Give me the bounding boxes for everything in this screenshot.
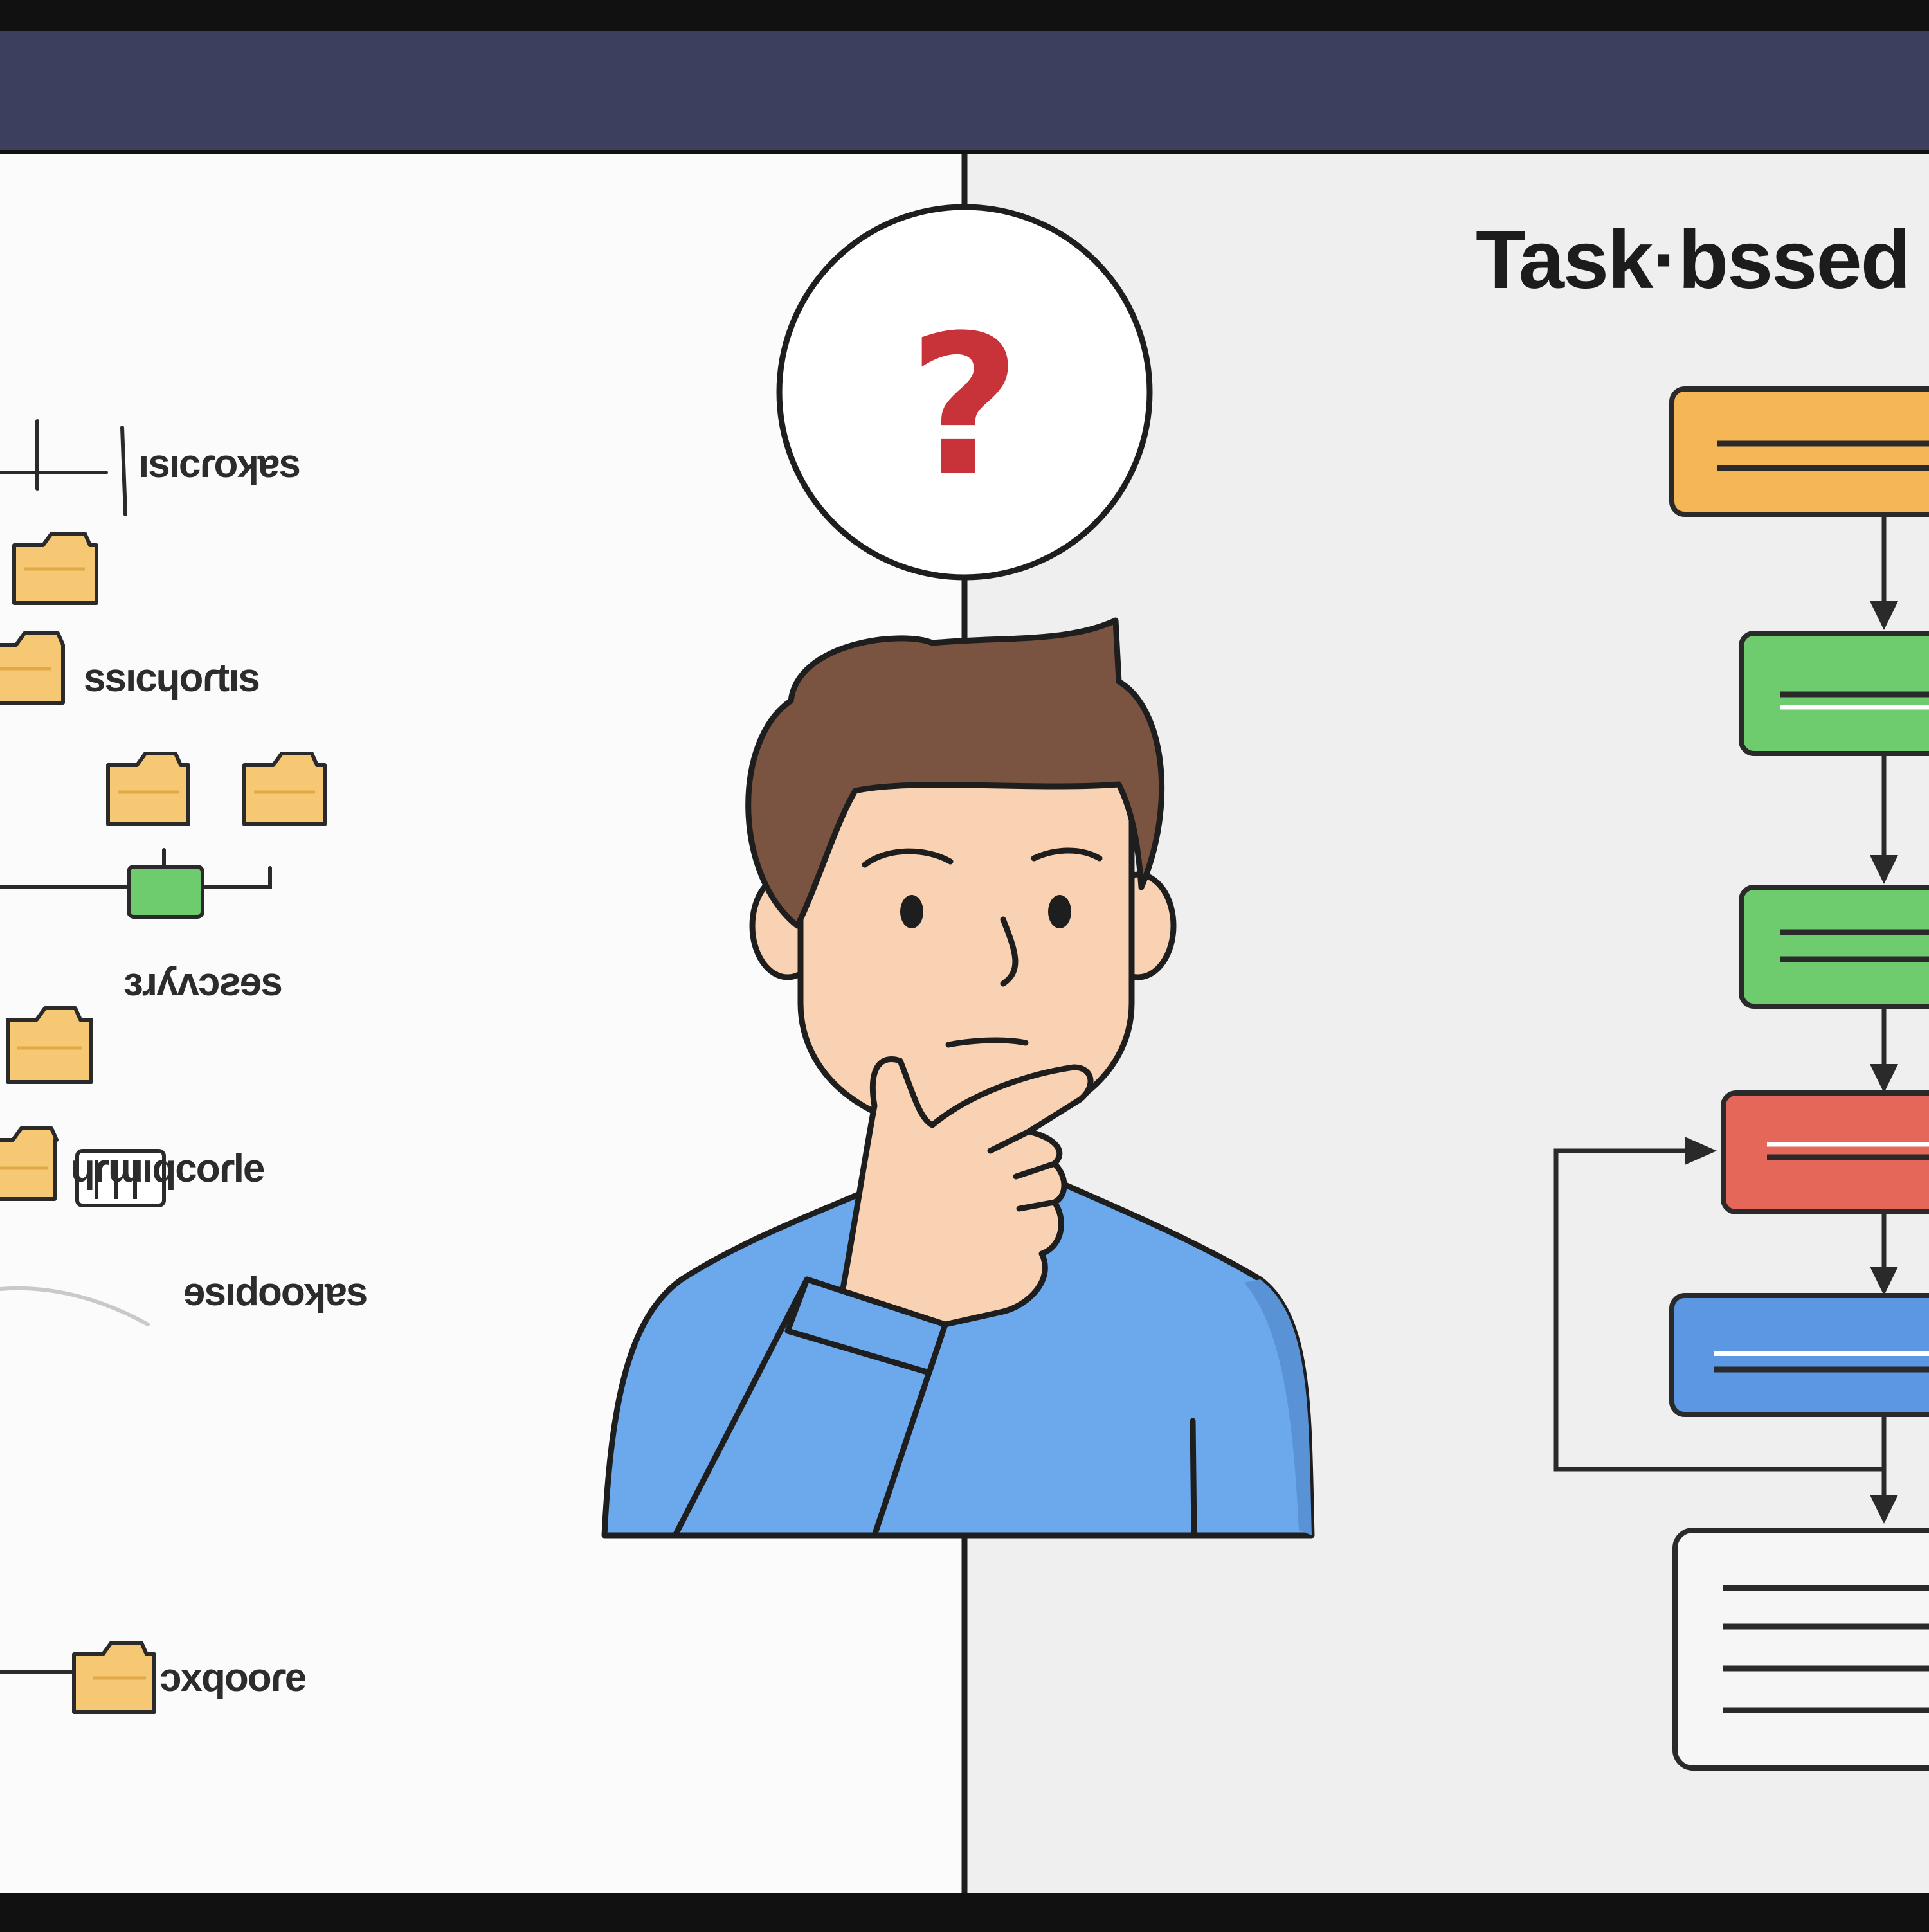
- question-mark-icon: ?: [909, 294, 1020, 518]
- folder-icon: [12, 532, 98, 605]
- step-4-box: [1721, 1090, 1929, 1214]
- tree-label: ssıcɥoɾtıs: [84, 656, 259, 700]
- person-eye: [1048, 895, 1071, 928]
- folder-icon: [6, 1006, 93, 1084]
- arrow-down-icon: [1870, 1064, 1898, 1093]
- step-6-box: [1672, 1528, 1929, 1771]
- tree-label: ısıcɾoʞɐs: [138, 442, 300, 486]
- person-brow: [862, 848, 954, 868]
- flow-step: [1669, 386, 1929, 517]
- arrow-down-icon: [1870, 1495, 1898, 1524]
- flow-step: [1672, 1528, 1929, 1771]
- arrow-down-icon: [1870, 855, 1898, 884]
- flow-arrowheads: [1685, 601, 1898, 1524]
- file-tree: [0, 419, 272, 1674]
- shirt-shade: [1244, 1279, 1312, 1535]
- step-3-box: [1739, 885, 1929, 1009]
- tree-label: ɥɾɯıqcoɾle: [71, 1146, 264, 1191]
- folder-icon: [0, 631, 65, 705]
- folder-icon: [0, 1126, 59, 1201]
- step-1-box: [1669, 386, 1929, 517]
- arrow-right-icon: [1685, 1137, 1717, 1165]
- arrow-down-icon: [1870, 601, 1898, 630]
- question-bubble: [776, 204, 1153, 581]
- folder-icon: [106, 752, 190, 826]
- tree-label: ɜɹʎʌɔƨɘs: [123, 960, 282, 1004]
- flow-step: [1669, 1293, 1929, 1417]
- person-finger: [987, 1128, 1058, 1212]
- person-cuff: [784, 1276, 948, 1376]
- tree-label: ɔxqooɾe: [159, 1656, 306, 1700]
- tree-branch-top: [0, 419, 127, 516]
- folder-icon: [72, 1641, 156, 1714]
- tree-branch-faded: [0, 1286, 150, 1326]
- flow-step: [1721, 1090, 1929, 1214]
- person-nose: [1000, 916, 1019, 987]
- tree-label: ɘsıdooʞɐs: [183, 1270, 367, 1314]
- tree-branch-middle: [0, 848, 272, 889]
- header-bar: [0, 31, 1929, 150]
- flow-step: [1739, 885, 1929, 1009]
- person-hand: [839, 1056, 1094, 1328]
- person-brow: [1031, 847, 1103, 862]
- flow-step: [1739, 631, 1929, 756]
- panel-title: Task·bssed: [1476, 214, 1910, 306]
- grid-icon: [75, 1149, 166, 1207]
- thinking-person: [601, 617, 1315, 1539]
- arrow-down-icon: [1870, 1267, 1898, 1296]
- person-hair: [745, 617, 1165, 929]
- task-flow: [1553, 386, 1929, 1771]
- person-mouth: [945, 1037, 1029, 1048]
- bottom-border: [0, 1893, 1929, 1929]
- flow-loop-line: [1553, 1148, 1884, 1472]
- person-eye: [900, 895, 923, 928]
- folder-icon: [242, 752, 327, 826]
- file-node-icon: [127, 865, 204, 919]
- shirt-fold: [1190, 1418, 1197, 1537]
